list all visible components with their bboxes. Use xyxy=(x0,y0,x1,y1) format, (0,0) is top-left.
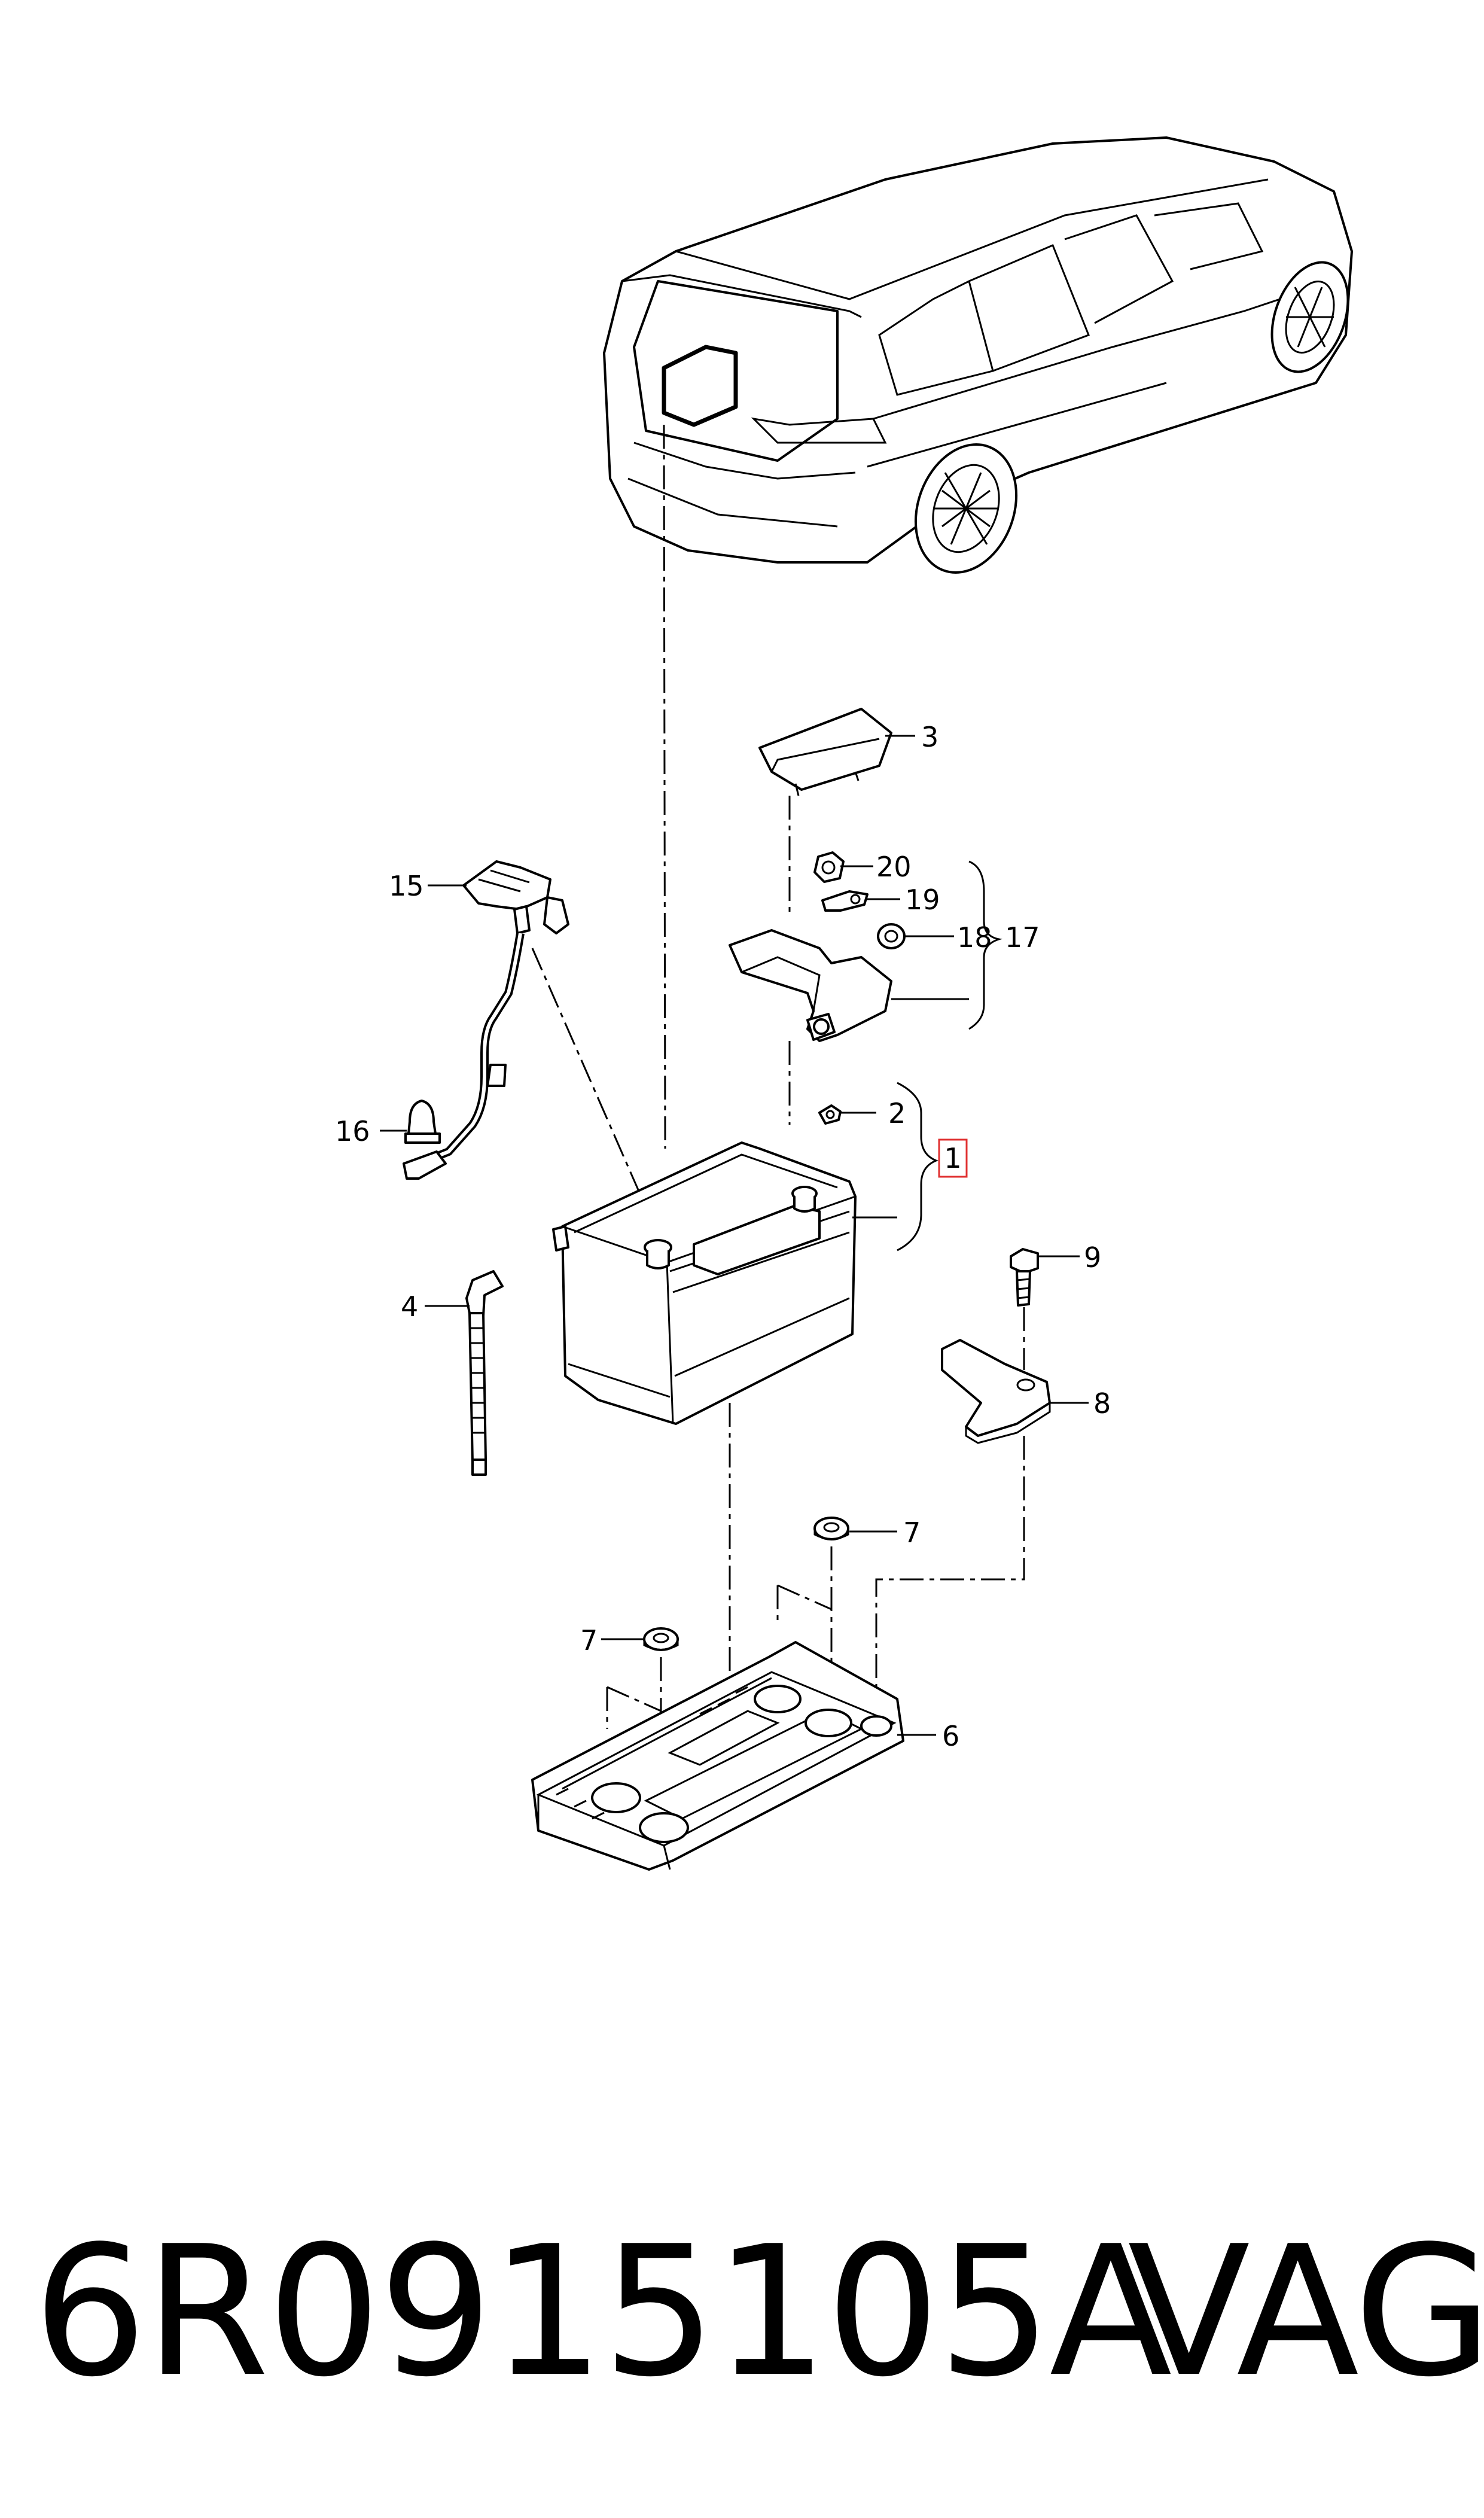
part-6-battery-tray xyxy=(531,1641,904,1871)
leader-lines xyxy=(380,735,1089,1736)
callout-1-highlight-box xyxy=(938,1138,968,1178)
part-19-terminal xyxy=(821,890,869,912)
callout-16: 16 xyxy=(335,1115,370,1147)
callout-3: 3 xyxy=(921,721,938,753)
part-4-vent-hose xyxy=(465,1270,504,1476)
part-7-nut-lower xyxy=(643,1627,679,1651)
part-8-hold-down-clamp xyxy=(941,1339,1051,1444)
bracket-1 xyxy=(897,1082,939,1252)
callout-19: 19 xyxy=(905,884,940,916)
callout-18: 18 xyxy=(957,921,992,954)
car-to-battery-line xyxy=(663,424,666,1149)
callout-2: 2 xyxy=(888,1097,906,1129)
callout-17: 17 xyxy=(1005,921,1040,954)
callout-6: 6 xyxy=(942,1720,959,1752)
callout-7-upper: 7 xyxy=(903,1517,921,1549)
part-1-battery xyxy=(552,1141,857,1425)
brand-name: VAG xyxy=(1128,2208,1484,2416)
callout-4: 4 xyxy=(401,1290,418,1323)
bracket-17 xyxy=(968,860,1002,1030)
callout-1: 1 xyxy=(944,1142,961,1174)
part-20-nut xyxy=(813,851,845,883)
part-3-cover xyxy=(758,708,892,796)
callout-9: 9 xyxy=(1084,1241,1101,1274)
part-16-nut xyxy=(404,1100,441,1144)
part-15-cable-clamp xyxy=(403,860,569,1180)
part-9-bolt xyxy=(1010,1248,1039,1307)
part-18-grommet xyxy=(877,923,906,949)
part-17-sensor-assembly xyxy=(729,929,892,1042)
callout-7-lower: 7 xyxy=(580,1624,598,1657)
part-number: 6R0915105A xyxy=(33,2208,1172,2416)
vehicle-illustration xyxy=(603,136,1353,574)
part-7-nut-upper xyxy=(813,1517,849,1540)
callout-8: 8 xyxy=(1093,1387,1111,1420)
callout-15: 15 xyxy=(389,870,424,902)
part-2-screw xyxy=(818,1104,842,1125)
callout-20: 20 xyxy=(876,851,912,883)
